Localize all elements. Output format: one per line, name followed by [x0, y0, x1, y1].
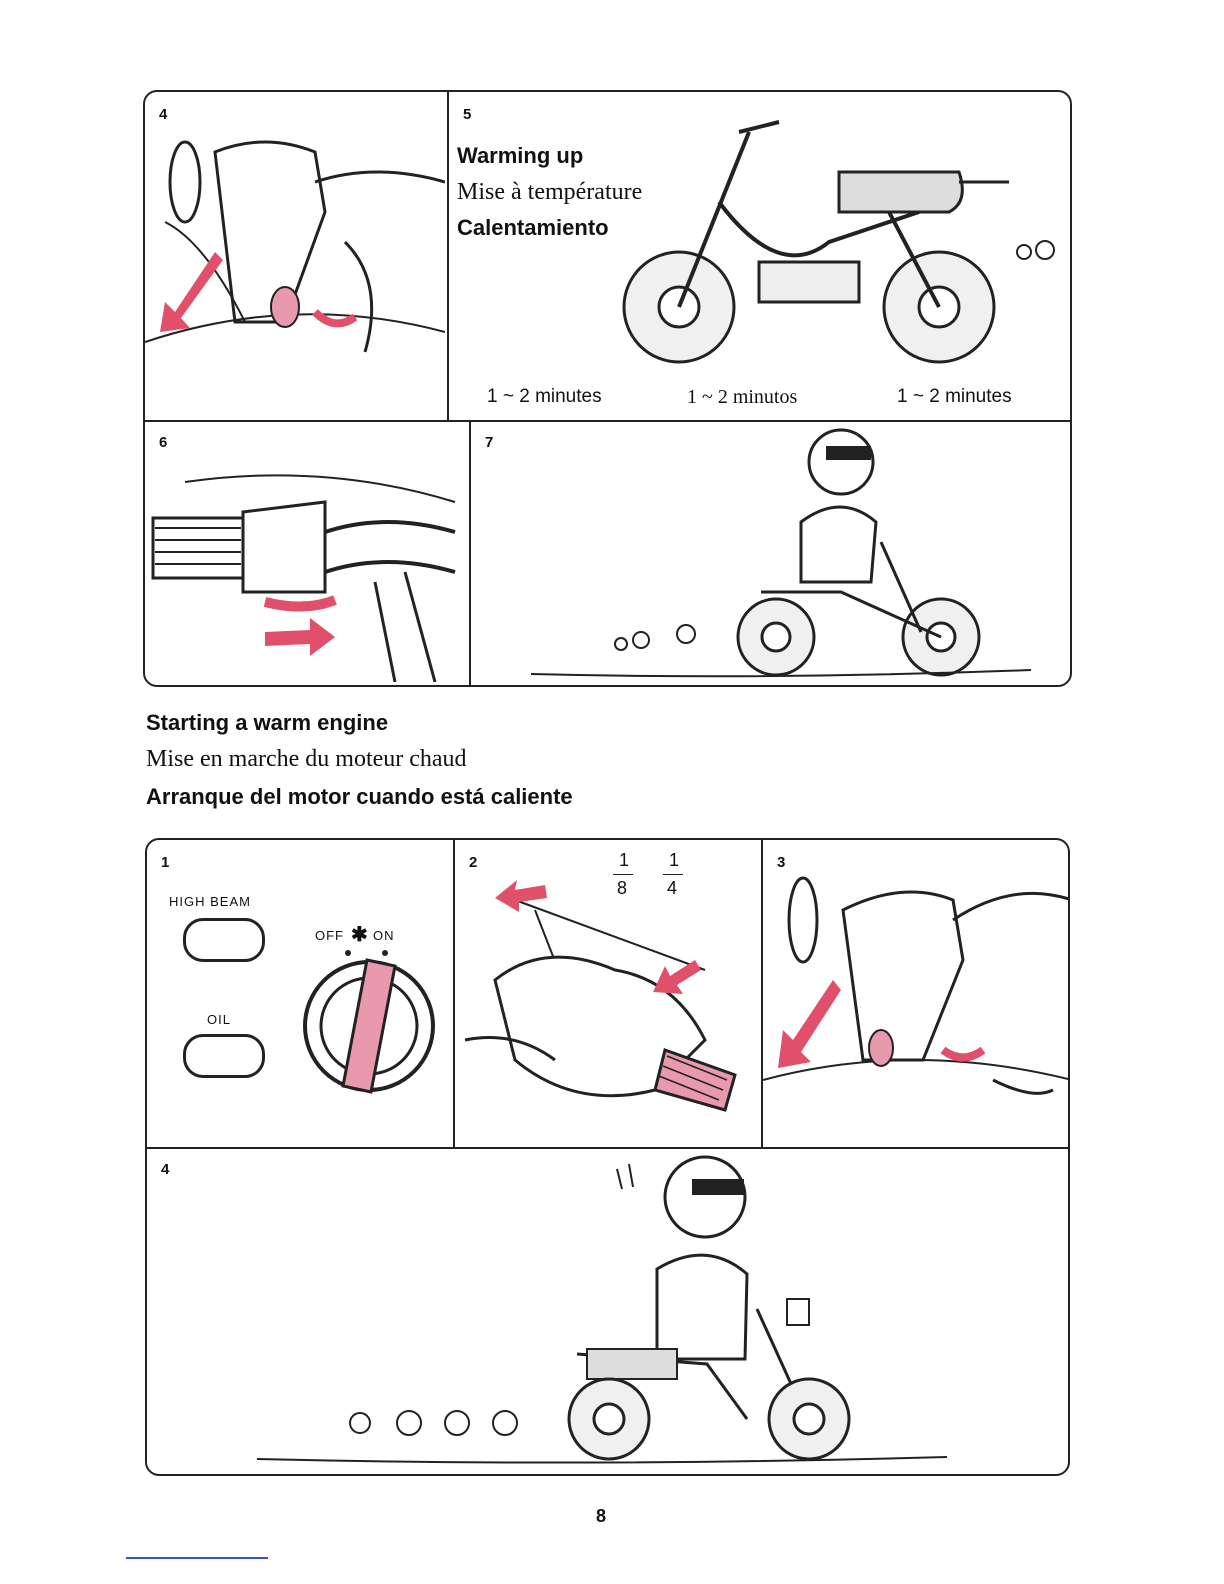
page-number: 8 [596, 1506, 606, 1527]
hand-twisting-throttle-illustration [455, 840, 761, 1147]
footer-rule [126, 1557, 268, 1559]
step-6-pull-clutch: 6 [145, 422, 469, 687]
top-instruction-panel: 4 5 Warming up Mise à température Calent… [143, 90, 1072, 687]
section-heading-fr: Mise en marche du moteur chaud [146, 741, 573, 778]
section-heading-en: Starting a warm engine [146, 704, 573, 741]
step-5-warming-up: 5 Warming up Mise à température Calentam… [449, 92, 1072, 420]
duration-es: 1 ~ 2 minutos [687, 386, 797, 409]
step-1-ignition-switch: 1 HIGH BEAM OIL OFF ✱ ON [147, 840, 453, 1147]
rider-on-moped-illustration [147, 1149, 1067, 1474]
section-heading-es: Arranque del motor cuando está caliente [146, 778, 573, 815]
handlebar-lever-illustration [145, 422, 465, 682]
foot-kickstarter-illustration [763, 840, 1070, 1147]
section-heading: Starting a warm engine Mise en marche du… [146, 704, 573, 815]
step-7-ride-off: 7 [471, 422, 1072, 687]
rider-on-moped-illustration [471, 422, 1071, 687]
step-3-kickstart: 3 [763, 840, 1070, 1147]
duration-fr: 1 ~ 2 minutes [897, 386, 1012, 408]
step-4-ride-off: 4 [147, 1149, 1070, 1476]
foot-kickstarter-illustration [145, 92, 445, 418]
step-4-press-kickstarter: 4 [145, 92, 447, 420]
bottom-instruction-panel: 1 HIGH BEAM OIL OFF ✱ ON 2 1 8 1 4 [145, 838, 1070, 1476]
duration-en: 1 ~ 2 minutes [487, 386, 602, 408]
idling-moped-illustration [449, 92, 1069, 382]
ignition-key-switch-icon [147, 840, 453, 1147]
step-2-throttle-open: 2 1 8 1 4 [455, 840, 761, 1147]
